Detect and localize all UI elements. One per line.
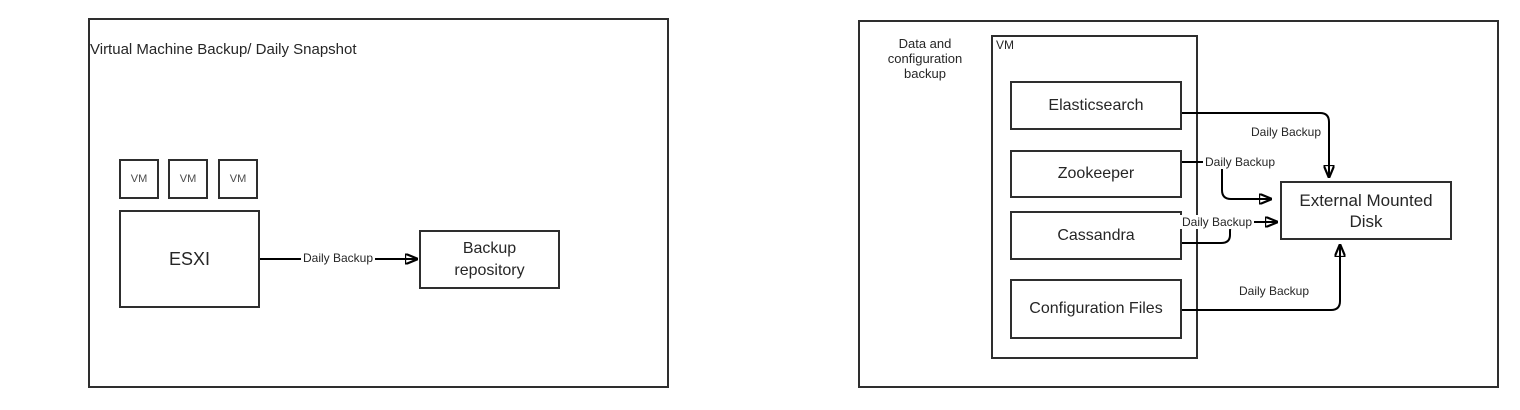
configuration-files-label: Configuration Files — [1029, 300, 1163, 317]
esxi-label: ESXI — [168, 248, 211, 269]
external-mounted-disk-box: External Mounted Disk — [1280, 181, 1452, 240]
external-mounted-disk-label: External Mounted Disk — [1299, 190, 1433, 231]
backup-repository-box: Backup repository — [419, 230, 560, 289]
vm-backup-frame — [88, 18, 669, 388]
vm-box-2: VM — [168, 159, 208, 199]
edge-label-zookeeper-daily-backup: Daily Backup — [1203, 155, 1278, 169]
cassandra-label: Cassandra — [1057, 226, 1135, 244]
esxi-box: ESXI — [119, 210, 260, 308]
edge-label-elasticsearch-daily-backup: Daily Backup — [1249, 125, 1324, 139]
vm-box-3: VM — [218, 159, 258, 199]
elasticsearch-label: Elasticsearch — [1048, 96, 1144, 114]
data-config-backup-label: Data and configuration backup — [887, 36, 963, 81]
vm-box-1: VM — [119, 159, 159, 199]
zookeeper-box: Zookeeper — [1010, 150, 1182, 198]
vm-box-3-label: VM — [229, 173, 247, 185]
left-diagram-title: Virtual Machine Backup/ Daily Snapshot — [90, 41, 357, 58]
elasticsearch-box: Elasticsearch — [1010, 81, 1182, 130]
vm-box-1-label: VM — [130, 173, 148, 185]
configuration-files-box: Configuration Files — [1010, 279, 1182, 339]
edge-label-esxi-daily-backup: Daily Backup — [300, 251, 376, 265]
vm-box-2-label: VM — [179, 173, 197, 185]
zookeeper-label: Zookeeper — [1057, 165, 1135, 182]
vm-container-label: VM — [996, 38, 1014, 52]
cassandra-box: Cassandra — [1010, 211, 1182, 260]
edge-label-configuration-files-daily-backup: Daily Backup — [1237, 284, 1312, 298]
edge-label-cassandra-daily-backup: Daily Backup — [1180, 215, 1255, 229]
backup-repository-label: Backup repository — [454, 239, 525, 279]
